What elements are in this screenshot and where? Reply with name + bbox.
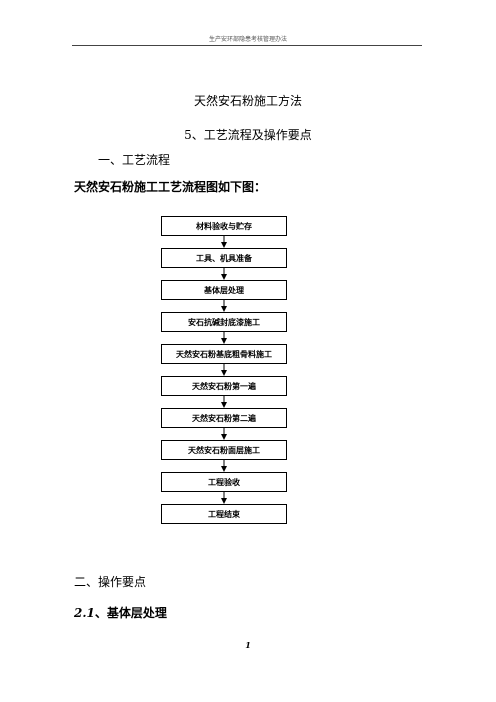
subheading-process: 一、工艺流程 [98, 153, 171, 167]
flow-step: 工具、机具准备 [161, 248, 287, 268]
flow-step: 安石抗碱封底漆施工 [161, 312, 287, 332]
flow-step: 工程结束 [161, 504, 287, 524]
flow-step: 材料验收与贮存 [161, 216, 287, 236]
flow-step: 天然安石粉面层施工 [161, 440, 287, 460]
flow-step: 工程验收 [161, 472, 287, 492]
flow-step: 基体层处理 [161, 280, 287, 300]
subheading-operation: 二、操作要点 [74, 575, 147, 589]
flowchart-intro: 天然安石粉施工工艺流程图如下图： [74, 180, 267, 194]
page-number: 1 [245, 640, 251, 650]
flow-step: 天然安石粉第一遍 [161, 376, 287, 396]
page-header: 生产安环部隐患考核管理办法 [208, 36, 287, 43]
flow-step: 天然安石粉基底粗骨料施工 [161, 344, 287, 364]
flow-step: 天然安石粉第二遍 [161, 408, 287, 428]
section-number: 2.1 [74, 606, 95, 620]
header-divider [72, 45, 422, 46]
section-heading: 5、工艺流程及操作要点 [184, 128, 312, 142]
subheading-base-treatment: 2.1、基体层处理 [74, 604, 167, 621]
section-text: 、基体层处理 [94, 606, 167, 620]
doc-title: 天然安石粉施工方法 [193, 94, 302, 108]
